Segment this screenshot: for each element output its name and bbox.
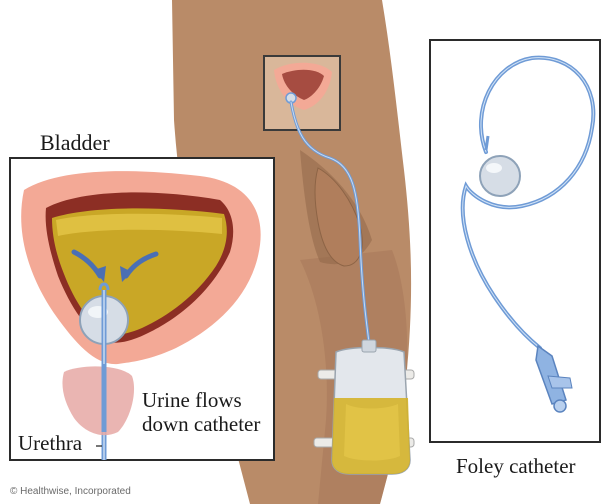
urine-flow-caption-line2: down catheter — [142, 412, 260, 436]
foley-balloon — [480, 156, 520, 196]
urine-bag — [332, 340, 410, 474]
bladder-location-inset — [264, 56, 340, 130]
urine-flow-caption-line1: Urine flows — [142, 388, 260, 412]
foley-catheter-panel — [430, 40, 600, 442]
urethra-label: Urethra — [18, 433, 82, 454]
bladder-label: Bladder — [40, 132, 110, 154]
copyright-credit: © Healthwise, Incorporated — [10, 487, 131, 497]
foley-catheter-label: Foley catheter — [456, 456, 576, 477]
urine-flow-caption: Urine flows down catheter — [142, 388, 260, 436]
